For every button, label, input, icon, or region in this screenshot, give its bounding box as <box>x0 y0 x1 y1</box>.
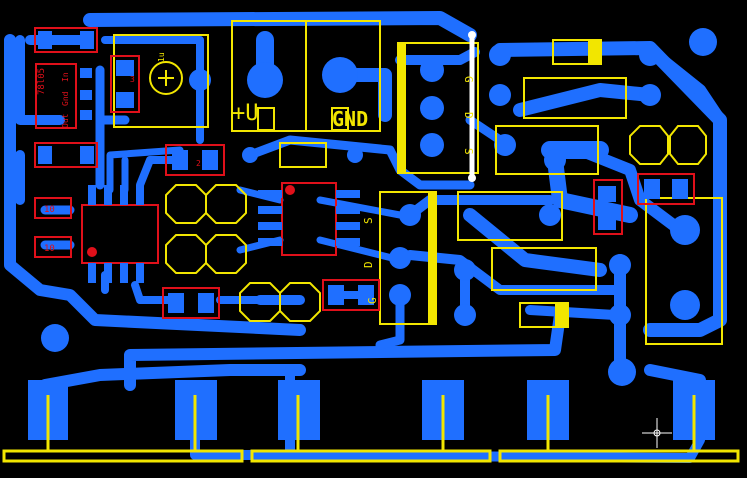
mosfet-top-tab <box>398 43 406 173</box>
resistor-r5 <box>491 247 597 291</box>
ic-u1-pin1-marker <box>87 247 97 257</box>
smd-cap-5 <box>322 279 380 311</box>
label-regulator-part: 78l05 <box>37 68 47 95</box>
label-plus-u: +U <box>232 101 259 126</box>
smd-pads <box>38 31 688 313</box>
smd-cap-6 <box>593 179 623 235</box>
silkscreen <box>2 20 740 463</box>
label-reg-out: Out <box>61 113 70 128</box>
label-q1-g: G <box>462 76 475 83</box>
diode-d1-band <box>588 40 600 64</box>
label-cap-2: 3 <box>130 75 135 84</box>
smd-cap-4 <box>162 287 220 319</box>
resistor-r2 <box>523 77 627 119</box>
electrolytic-cap-silk <box>149 61 183 95</box>
diode-d1 <box>552 39 602 65</box>
label-reg-gnd: Gnd <box>61 91 70 106</box>
smd-cap-7 <box>637 173 695 205</box>
jumper-end-top <box>468 31 476 39</box>
label-q1-d: D <box>462 112 475 119</box>
smd-cap-mid <box>34 142 98 168</box>
label-cap-part: 1u <box>157 52 166 62</box>
label-q2-s: S <box>362 217 375 224</box>
resistor-r3 <box>495 125 599 175</box>
label-reg-in: In <box>61 72 70 82</box>
mosfet-mid-tab <box>428 192 436 324</box>
resistor-r4 <box>457 191 563 241</box>
jumper-end-bottom <box>468 174 476 182</box>
cap-outline <box>113 34 209 128</box>
silkscreen-fills <box>398 40 600 327</box>
ic-u2 <box>281 182 337 256</box>
ic-u2-pin1-marker <box>285 185 295 195</box>
label-cap-3: 2 <box>196 159 201 168</box>
label-q2-d: D <box>362 261 375 268</box>
diode-d2-band <box>555 303 567 327</box>
smd-res-b <box>34 236 72 258</box>
regulator-78l05 <box>35 63 77 129</box>
label-gnd: GND <box>332 107 368 131</box>
smd-res-a <box>34 197 72 219</box>
crosshair-cursor-icon <box>642 418 672 448</box>
smd-cap-top <box>34 27 98 53</box>
label-q1-s: S <box>462 148 475 155</box>
smd-cap-3 <box>165 144 225 176</box>
copper-pads <box>41 28 717 386</box>
label-res-a: 10 <box>44 205 55 215</box>
diode-d2 <box>519 302 569 328</box>
label-q2-g: G <box>366 297 379 304</box>
label-res-b: 10 <box>44 244 55 254</box>
smd-cap-2 <box>110 55 140 113</box>
resistor-r1 <box>279 142 327 168</box>
